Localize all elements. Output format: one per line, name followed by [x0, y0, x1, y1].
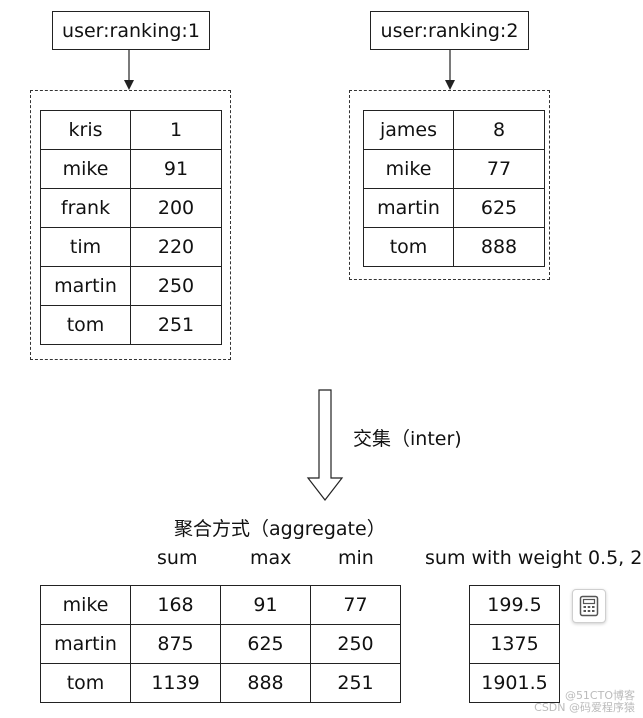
operation-label: 交集（inter)	[353, 428, 462, 450]
score-cell: 1901.5	[469, 663, 560, 703]
score-cell: 251	[130, 305, 222, 345]
score-cell: 625	[220, 624, 311, 664]
watermark-line-2: CSDN @码爱程序猿	[534, 701, 635, 714]
calculator-icon	[579, 595, 599, 617]
key-label-ranking-1: user:ranking:1	[62, 19, 200, 42]
score-cell: 875	[130, 624, 221, 664]
score-cell: 625	[453, 188, 545, 228]
member-cell: martin	[363, 188, 454, 228]
aggregate-label: 聚合方式（aggregate）	[174, 518, 386, 540]
score-cell: 77	[310, 585, 401, 625]
member-cell: tom	[363, 227, 454, 267]
score-cell: 251	[310, 663, 401, 703]
arrow-head-key1	[124, 80, 134, 90]
calculator-button[interactable]	[572, 589, 606, 623]
score-cell: 1	[130, 110, 222, 150]
column-header-sum: sum	[157, 547, 198, 569]
score-cell: 199.5	[469, 585, 560, 625]
big-down-arrow	[306, 389, 344, 501]
member-cell: mike	[40, 149, 131, 189]
score-cell: 1375	[469, 624, 560, 664]
member-cell: kris	[40, 110, 131, 150]
key-label-ranking-2: user:ranking:2	[380, 19, 519, 42]
arrow-head-key2	[445, 80, 455, 90]
watermark-line-1: @51CTO博客	[564, 689, 635, 702]
member-cell: tom	[40, 663, 131, 703]
member-cell: james	[363, 110, 454, 150]
set-container-ranking-1	[30, 90, 231, 360]
score-cell: 888	[453, 227, 545, 267]
member-cell: mike	[363, 149, 454, 189]
watermark: @51CTO博客 CSDN @码爱程序猿	[534, 690, 635, 714]
column-header-min: min	[338, 547, 374, 569]
score-cell: 200	[130, 188, 222, 228]
score-cell: 1139	[130, 663, 221, 703]
score-cell: 91	[130, 149, 222, 189]
score-cell: 8	[453, 110, 545, 150]
member-cell: martin	[40, 266, 131, 306]
column-header-weighted: sum with weight 0.5, 2	[425, 547, 643, 569]
score-cell: 77	[453, 149, 545, 189]
weighted-row: 199.5	[469, 585, 560, 625]
score-cell: 168	[130, 585, 221, 625]
member-cell: tom	[40, 305, 131, 345]
weighted-row: 1375	[469, 624, 560, 664]
member-cell: frank	[40, 188, 131, 228]
score-cell: 220	[130, 227, 222, 267]
column-header-max: max	[250, 547, 292, 569]
score-cell: 91	[220, 585, 311, 625]
key-box-ranking-2: user:ranking:2	[370, 11, 529, 50]
member-cell: tim	[40, 227, 131, 267]
score-cell: 250	[310, 624, 401, 664]
member-cell: martin	[40, 624, 131, 664]
set-container-ranking-2	[349, 90, 550, 280]
score-cell: 888	[220, 663, 311, 703]
member-cell: mike	[40, 585, 131, 625]
score-cell: 250	[130, 266, 222, 306]
weighted-row: 1901.5	[469, 663, 560, 703]
key-box-ranking-1: user:ranking:1	[52, 11, 210, 50]
